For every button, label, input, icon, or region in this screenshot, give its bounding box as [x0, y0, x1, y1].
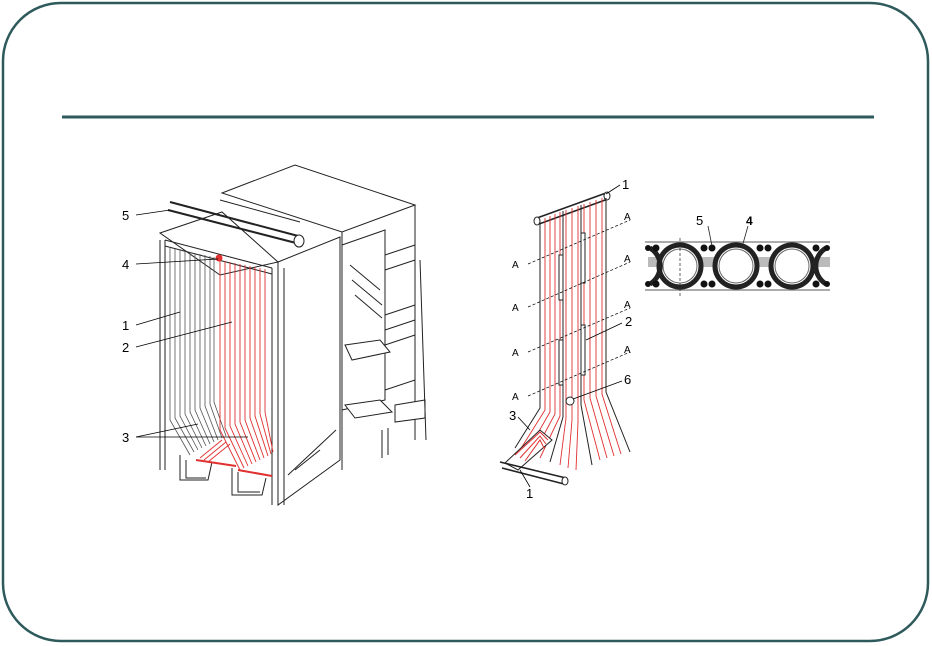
middle-callout-1-bottom: 1: [526, 486, 533, 501]
section-lines: [527, 219, 631, 397]
weld-dots: [645, 244, 830, 288]
left-callout-4: 4: [122, 257, 129, 272]
red-tube-bundle: [199, 260, 274, 471]
section-mark-a: A: [512, 392, 519, 403]
section-mark-a: A: [624, 300, 631, 311]
middle-callout-6: 6: [624, 372, 631, 387]
red-header-dot: [215, 254, 223, 262]
section-mark-a: A: [624, 345, 631, 356]
left-callout-5: 5: [122, 208, 129, 223]
left-callout-3: 3: [122, 430, 129, 445]
left-callout-2: 2: [122, 340, 129, 355]
lower-hoppers: [179, 455, 273, 496]
middle-callout-2: 2: [625, 314, 632, 329]
section-mark-a: A: [512, 348, 519, 359]
boiler-furnace-figure: [135, 164, 427, 506]
cross-section-figure: [645, 225, 830, 296]
middle-leaders: [517, 184, 623, 488]
cross-callout-5: 5: [696, 213, 703, 228]
section-mark-a: A: [624, 254, 631, 265]
middle-callout-3: 3: [509, 408, 516, 423]
left-leaders: [135, 209, 248, 438]
section-mark-a: A: [624, 212, 631, 223]
section-mark-a: A: [512, 260, 519, 271]
panel-red-tubes: [519, 198, 622, 471]
middle-callout-1-top: 1: [622, 177, 629, 192]
section-mark-a: A: [512, 303, 519, 314]
tube-sections: [648, 242, 828, 290]
tube-panel-figure: [499, 184, 631, 488]
left-callout-1: 1: [122, 318, 129, 333]
side-structure: [287, 229, 427, 476]
cross-callout-4: 4: [746, 214, 753, 228]
casing-front: [277, 236, 341, 506]
upper-header-pipe: [167, 199, 305, 248]
